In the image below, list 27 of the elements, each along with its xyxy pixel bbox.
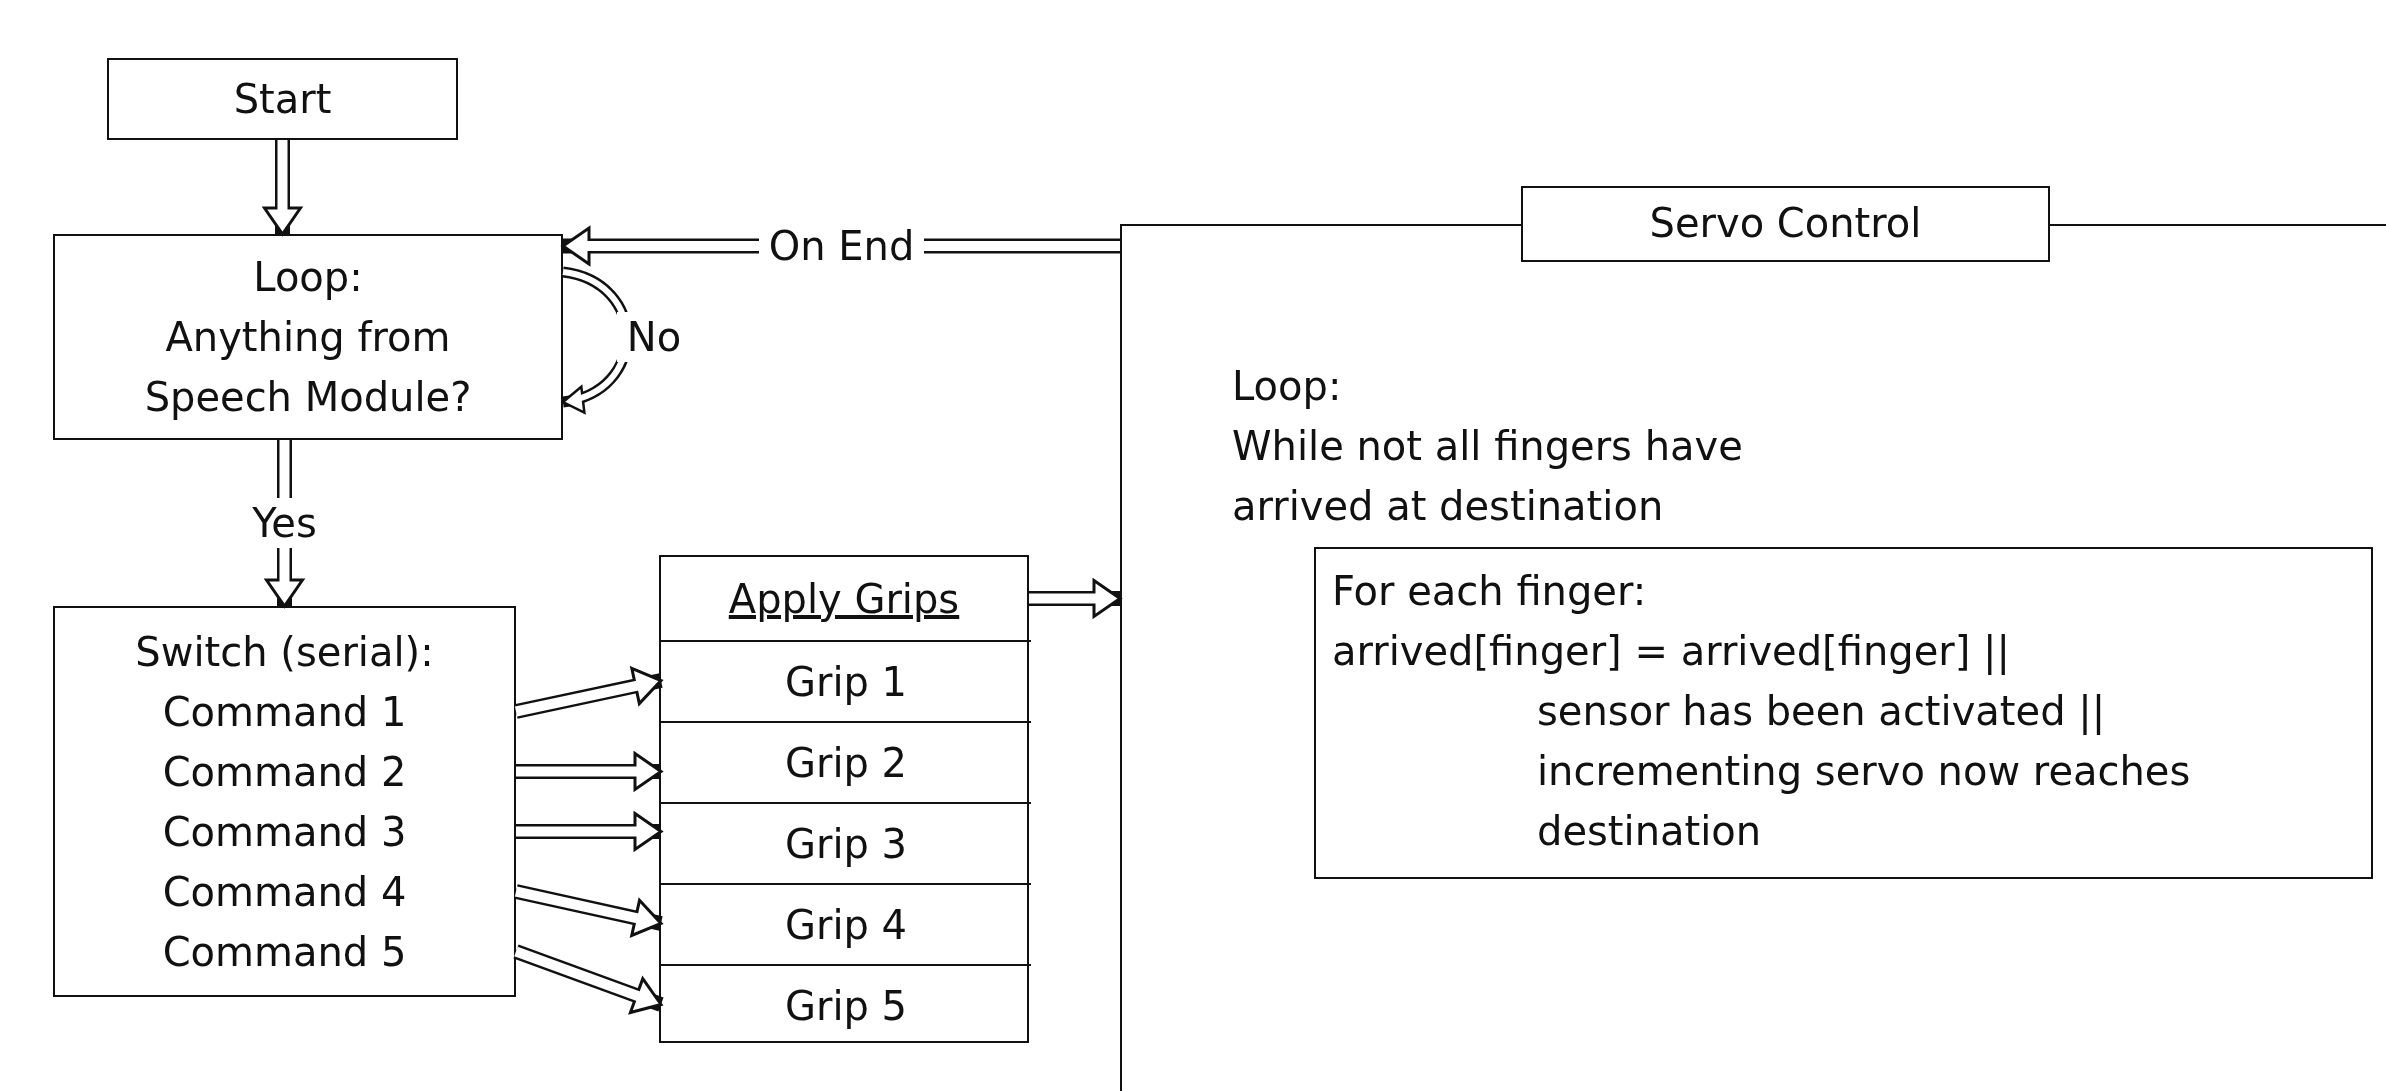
box-text: Command 4 bbox=[162, 867, 407, 917]
grip-table bbox=[659, 555, 1029, 1043]
code-text: arrived[finger] = arrived[finger] || bbox=[1332, 627, 2011, 677]
box-text: Command 1 bbox=[162, 687, 407, 737]
box-text: Command 5 bbox=[162, 927, 407, 977]
terminal-box bbox=[107, 58, 458, 140]
frame-text: While not all fingers have arrived at destination bbox=[1232, 422, 1744, 531]
switch-box bbox=[53, 606, 516, 997]
frame-title: Servo Control bbox=[1521, 186, 2050, 262]
box-text: Grip 3 bbox=[784, 819, 908, 869]
code-text: sensor has been activated || bbox=[1537, 687, 2107, 737]
box-text: Start bbox=[233, 75, 332, 124]
box-heading: Switch (serial): bbox=[135, 627, 434, 677]
box-text: Grip 1 bbox=[784, 657, 908, 707]
box-text: Anything from Speech Module? bbox=[143, 313, 473, 422]
box-text: Grip 4 bbox=[784, 900, 908, 950]
code-text: incrementing servo now reaches destination bbox=[1537, 747, 2192, 856]
table-header: Apply Grips bbox=[728, 574, 960, 624]
process-box bbox=[1314, 547, 2373, 879]
box-text: Command 2 bbox=[162, 747, 407, 797]
loop-box bbox=[53, 234, 563, 440]
frame-text: Loop: bbox=[1232, 362, 1343, 411]
box-heading: Loop: bbox=[253, 253, 363, 302]
code-text: For each finger: bbox=[1332, 567, 1648, 616]
box-text: Command 3 bbox=[162, 807, 407, 857]
box-text: Grip 2 bbox=[784, 738, 908, 788]
box-text: Grip 5 bbox=[784, 981, 908, 1031]
